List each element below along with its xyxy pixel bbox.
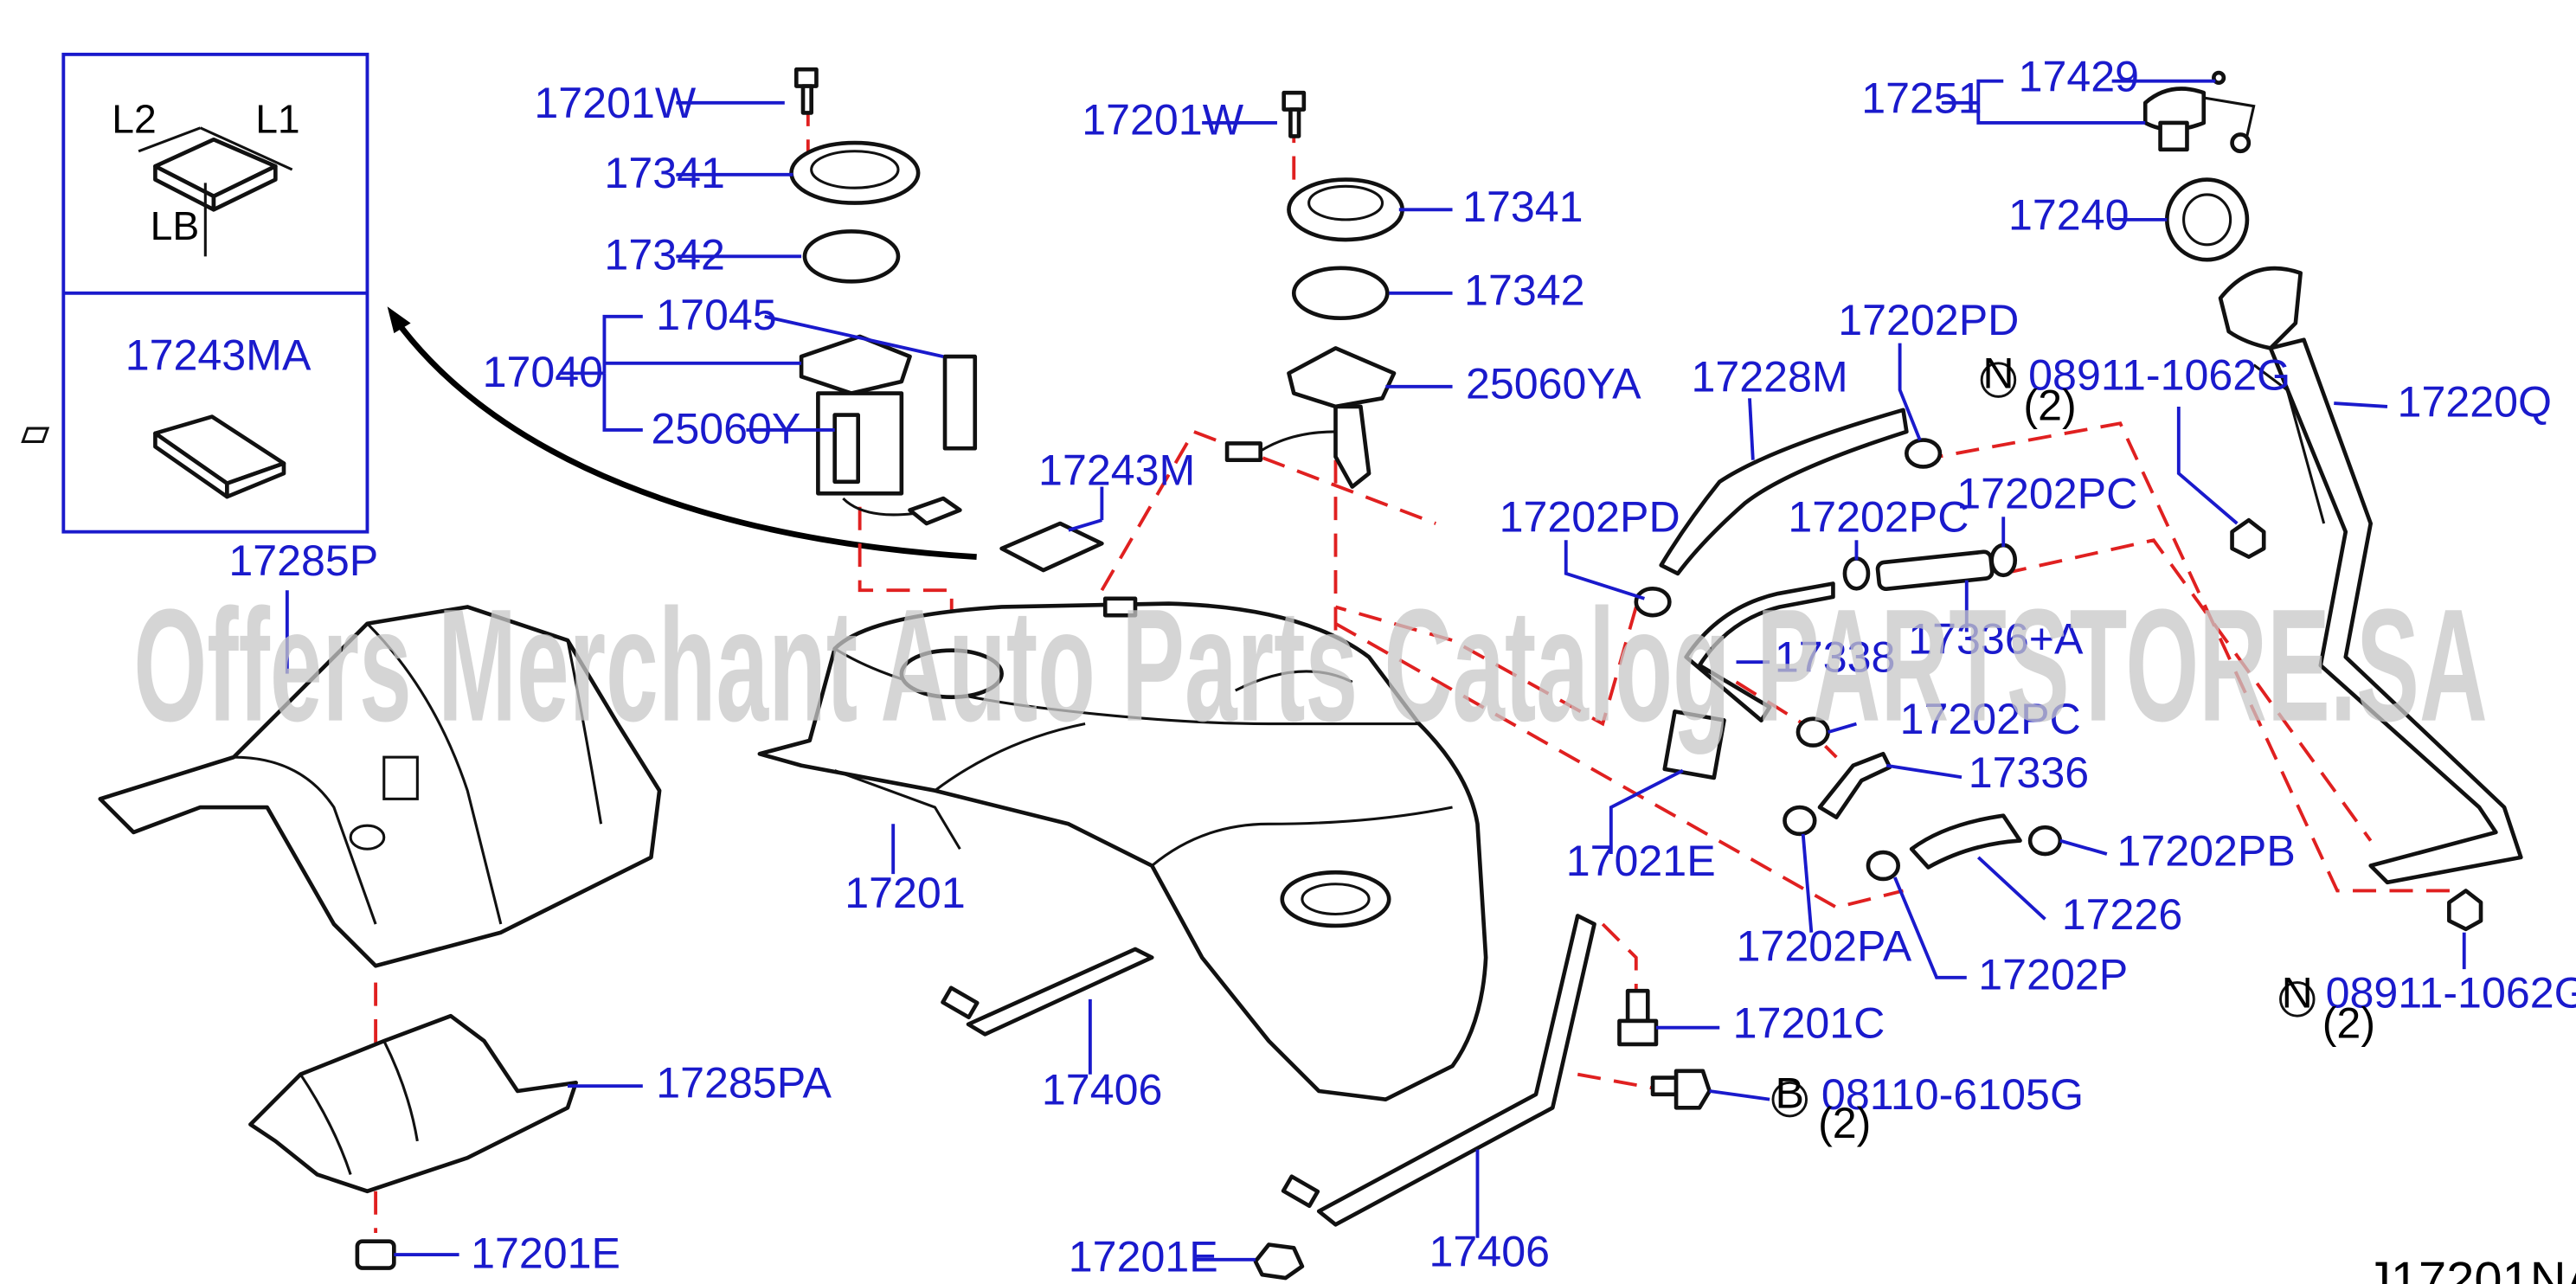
- dim-l1-label: L1: [255, 97, 300, 142]
- label-17220q: 17220Q: [2398, 378, 2553, 427]
- seal-17342-a: [802, 229, 901, 284]
- svg-text:N: N: [2282, 969, 2313, 1018]
- pad-17243ma-icon: [21, 414, 286, 499]
- part-labels: 17201W 17341 17342 17045 17040 25060Y 17…: [228, 52, 2576, 1281]
- tube-17338: [1684, 581, 1835, 722]
- label-17202pc-c: 17202PC: [1900, 695, 2081, 743]
- label-17202pc-a: 17202PC: [1788, 493, 1969, 542]
- svg-text:B: B: [1776, 1069, 1804, 1117]
- label-17226: 17226: [2062, 890, 2182, 939]
- label-17040: 17040: [483, 348, 603, 396]
- label-25060y: 25060Y: [651, 404, 800, 453]
- qty-08110: (2): [1818, 1099, 1871, 1147]
- dashed-leader-lines: [374, 102, 2455, 1233]
- hose-17226: [1909, 813, 2022, 870]
- label-17201: 17201: [845, 869, 965, 917]
- label-leader-lines: [285, 79, 2466, 1262]
- label-17228m: 17228M: [1691, 353, 1847, 401]
- label-17243ma: 17243MA: [125, 331, 312, 380]
- qty-08911-a: (2): [2023, 381, 2076, 429]
- svg-text:N: N: [1982, 350, 2014, 398]
- inset-panel: L2 L1 LB 17243MA: [21, 52, 369, 534]
- label-17202pd-b: 17202PD: [1500, 493, 1680, 542]
- label-08110: 08110-6105G: [1821, 1070, 2084, 1119]
- filler-tube-17220q: [2218, 266, 2523, 885]
- label-17201c: 17201C: [1733, 998, 1885, 1047]
- label-17336a: 17336+A: [1908, 615, 2084, 664]
- label-17285p: 17285P: [228, 536, 378, 585]
- canister-17021e: [1662, 709, 1726, 780]
- nut-17201e-a-icon: [355, 1239, 396, 1270]
- bolt-17201c-icon: [1617, 988, 1659, 1047]
- label-17202p: 17202P: [1978, 950, 2128, 998]
- label-17202pa: 17202PA: [1737, 922, 1912, 971]
- watermark: Offers Merchant Auto Parts Catalog PARTS…: [133, 576, 2487, 755]
- label-17342-a: 17342: [604, 231, 724, 279]
- label-17201w-a: 17201W: [534, 79, 696, 127]
- label-17336: 17336: [1969, 748, 2089, 797]
- label-17201w-b: 17201W: [1082, 95, 1243, 144]
- hose-17336: [1817, 751, 1892, 819]
- label-17429: 17429: [2019, 52, 2139, 100]
- heat-insulator-17285p: [98, 605, 662, 968]
- bolt-08110-icon: [1650, 1069, 1712, 1110]
- lock-ring-17341-a: [789, 140, 921, 205]
- label-17406-b: 17406: [1429, 1228, 1550, 1276]
- diagram-code: J17201NA: [2366, 1252, 2576, 1284]
- symbol-n-b: N: [2279, 969, 2316, 1018]
- arrow-head-icon: [387, 306, 411, 334]
- pad-17243m-icon: [999, 521, 1104, 573]
- label-17201e-b: 17201E: [1069, 1232, 1218, 1281]
- filler-ring-17240: [2164, 177, 2250, 262]
- label-17202pb: 17202PB: [2117, 827, 2295, 876]
- heat-insulator-17285pa: [248, 1013, 578, 1194]
- dim-l2-label: L2: [112, 97, 157, 142]
- label-08911-a: 08911-1062G: [2028, 351, 2290, 400]
- bolt-17201w-a-icon: [793, 67, 819, 115]
- label-17342-b: 17342: [1464, 266, 1584, 314]
- nut-08911-icons: [2230, 517, 2483, 932]
- label-17240: 17240: [2008, 190, 2129, 239]
- dim-lb-label: LB: [151, 203, 200, 248]
- label-17406-a: 17406: [1042, 1065, 1162, 1114]
- bolt-17201w-b-icon: [1282, 90, 1307, 138]
- fuel-pump-17040: [799, 334, 978, 526]
- tank-strap-17406-b: [1281, 914, 1596, 1227]
- clamp-icons: [1634, 438, 2063, 882]
- reference-arrow: [398, 324, 977, 560]
- label-17338: 17338: [1775, 633, 1895, 682]
- nut-17201e-b-icon: [1253, 1242, 1305, 1281]
- dimension-pad-icon: [138, 126, 293, 257]
- symbol-b: B: [1771, 1069, 1808, 1118]
- lock-ring-17341-b: [1287, 177, 1404, 242]
- label-17285pa: 17285PA: [656, 1059, 832, 1107]
- tank-strap-17406-a: [941, 947, 1154, 1037]
- label-17341-b: 17341: [1462, 183, 1583, 231]
- label-17243m: 17243M: [1038, 446, 1195, 495]
- fuel-sender-25060ya: [1224, 346, 1397, 489]
- label-17201e-a: 17201E: [471, 1229, 620, 1278]
- label-17251: 17251: [1861, 74, 1982, 122]
- qty-08911-b: (2): [2322, 998, 2375, 1047]
- symbol-n-a: N: [1980, 350, 2017, 398]
- label-17202pd-a: 17202PD: [1838, 296, 2019, 344]
- seal-17342-b: [1291, 266, 1390, 321]
- fuel-tank-17201: [757, 596, 1488, 1101]
- hose-17228m: [1659, 408, 1909, 576]
- label-17341-a: 17341: [604, 149, 724, 197]
- label-08911-b: 08911-1062G: [2326, 969, 2576, 1018]
- label-17045: 17045: [656, 291, 776, 339]
- label-17202pc-b: 17202PC: [1956, 470, 2137, 518]
- label-25060ya: 25060YA: [1466, 359, 1641, 408]
- filler-cap-17251: [2142, 70, 2256, 154]
- label-17021e: 17021E: [1566, 837, 1716, 885]
